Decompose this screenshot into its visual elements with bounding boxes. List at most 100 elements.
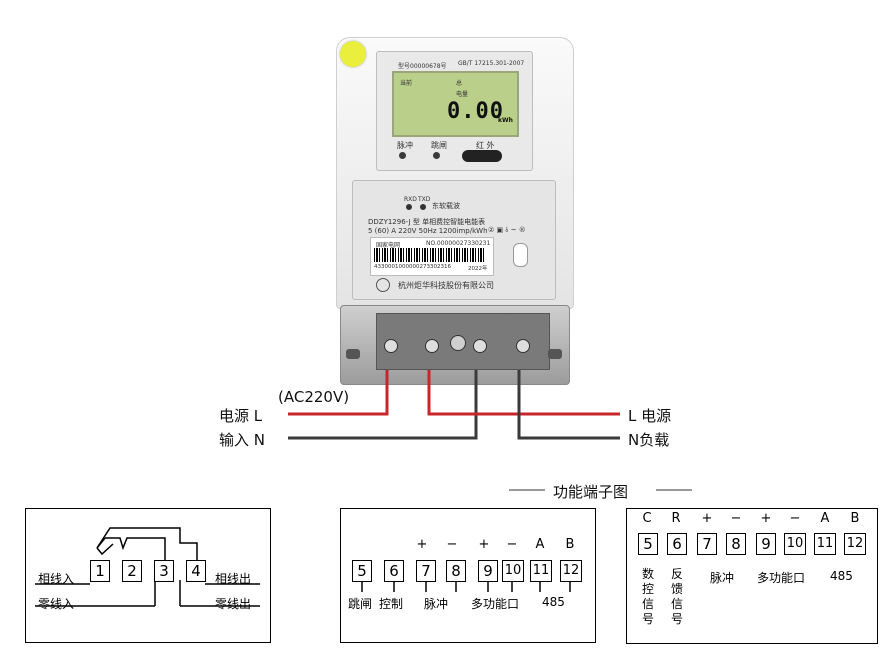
screw-icon: [450, 335, 466, 351]
year-label: 2022年: [468, 266, 488, 272]
software-label: 东软载波: [432, 202, 460, 210]
polarity-6: R: [671, 511, 681, 526]
polarity-9: +: [760, 511, 772, 526]
screw-icon: [473, 339, 487, 353]
rs485-label: 485: [542, 595, 565, 609]
feedback-terminal-diagram: [626, 508, 878, 644]
spec-line: 5 (60) A 220V 50Hz 1200imp/kWh: [368, 227, 488, 235]
function-terminal-leads: [361, 580, 571, 592]
input-neutral-label: 输入 N: [219, 431, 265, 449]
grid-label: 国家电网: [376, 242, 401, 249]
terminal-9: 9: [478, 560, 498, 582]
terminal-8: 8: [446, 560, 466, 582]
meter-standard: GB/T 17215.301-2007: [458, 60, 525, 67]
polarity-9: +: [478, 537, 490, 552]
terminal-8: 8: [726, 533, 746, 555]
ac-voltage-label: (AC220V): [278, 388, 350, 406]
txd-label: TXD: [418, 196, 431, 203]
terminal-10: 10: [784, 533, 806, 555]
multifunction-port-label: 多功能口: [471, 597, 520, 611]
polarity-10: −: [789, 511, 801, 526]
terminal-7: 7: [697, 533, 717, 555]
pulse-label: 脉冲: [424, 597, 449, 611]
neutral-out-label: 零线出: [215, 597, 252, 611]
trip-led-icon: [433, 152, 440, 159]
sealing-button-icon: [513, 243, 528, 267]
meter-model-code: 型号00000678号: [398, 63, 447, 70]
lcd-label-power: 电量: [456, 91, 469, 98]
ir-port-icon: [462, 150, 502, 162]
lcd-unit: kWh: [498, 117, 513, 124]
pulse-led-icon: [399, 152, 406, 159]
mounting-hole-icon: [346, 349, 360, 359]
live-wire-out: [427, 370, 620, 416]
status-led-icon: [340, 41, 366, 67]
approval-marks-icon: ② ▣ ⫰ ~ ®: [488, 226, 526, 234]
phase-in-label: 相线入: [38, 572, 75, 586]
ir-indicator-label: 红 外: [476, 141, 495, 150]
main-terminal-diagram: [25, 508, 271, 643]
mounting-hole-icon: [548, 349, 562, 359]
polarity-12: B: [850, 511, 860, 526]
txd-led-icon: [420, 204, 426, 210]
terminal-2: 2: [122, 560, 142, 582]
terminal-5: 5: [352, 560, 372, 582]
terminal-7: 7: [416, 560, 436, 582]
manufacturer-logo-icon: [376, 278, 390, 292]
terminal-1: 1: [90, 560, 110, 582]
model-line: DDZY1296-J 型 单相费控智能电能表: [368, 218, 486, 226]
polarity-8: −: [446, 537, 458, 552]
polarity-11: A: [535, 537, 545, 552]
terminal-6: 6: [667, 533, 687, 555]
polarity-11: A: [820, 511, 830, 526]
pulse-indicator-label: 脉冲: [397, 141, 413, 150]
output-phase-label: L 电源: [628, 407, 672, 425]
neutral-wire-out: [517, 370, 620, 440]
output-neutral-label: N负载: [628, 431, 670, 449]
terminal-11: 11: [530, 560, 552, 582]
terminal-5: 5: [638, 533, 658, 555]
barcode-text: 4330001000000273302316: [374, 264, 451, 270]
serial-number: NO.00000027330231: [426, 240, 491, 247]
terminal-4: 4: [186, 560, 206, 582]
rs485-label: 485: [830, 569, 853, 583]
electric-meter: 型号00000678号 GB/T 17215.301-2007 当前 总 电量 …: [336, 37, 574, 385]
rxd-led-icon: [406, 204, 412, 210]
terminal-9: 9: [756, 533, 776, 555]
polarity-12: B: [565, 537, 575, 552]
neutral-in-label: 零线入: [38, 597, 75, 611]
screw-icon: [516, 339, 530, 353]
screw-icon: [425, 339, 439, 353]
barcode-icon: [374, 248, 486, 262]
trip-label: 跳闸: [348, 597, 373, 611]
terminal-3: 3: [154, 560, 174, 582]
terminal-12: 12: [844, 533, 866, 555]
polarity-10: −: [506, 537, 518, 552]
main-terminal-wiring: [35, 527, 260, 607]
neutral-wire-in: [288, 370, 478, 440]
screw-icon: [384, 339, 398, 353]
function-terminal-diagram: [340, 508, 596, 643]
terminal-11: 11: [814, 533, 836, 555]
phase-out-label: 相线出: [215, 572, 252, 586]
polarity-8: −: [730, 511, 742, 526]
lcd-label-total: 总: [456, 80, 463, 87]
manufacturer-name: 杭州炬华科技股份有限公司: [398, 281, 494, 290]
lcd-reading: 0.00: [447, 99, 504, 124]
polarity-5: C: [642, 511, 652, 526]
trip-indicator-label: 跳闸: [431, 141, 447, 150]
rxd-label: RXD: [404, 196, 417, 203]
live-wire-in: [288, 370, 389, 416]
lcd-screen: [392, 71, 519, 137]
terminal-10: 10: [502, 560, 524, 582]
polarity-7: +: [701, 511, 713, 526]
polarity-7: +: [416, 537, 428, 552]
input-phase-label: 电源 L: [219, 407, 263, 425]
feedback-signal-label: 反馈信号: [670, 567, 683, 626]
data-control-signal-label: 数控信号: [641, 567, 654, 626]
terminal-12: 12: [560, 560, 582, 582]
lcd-label-current: 当前: [400, 80, 413, 87]
pulse-label: 脉冲: [710, 571, 735, 585]
section-title: 功能端子图: [553, 483, 629, 501]
